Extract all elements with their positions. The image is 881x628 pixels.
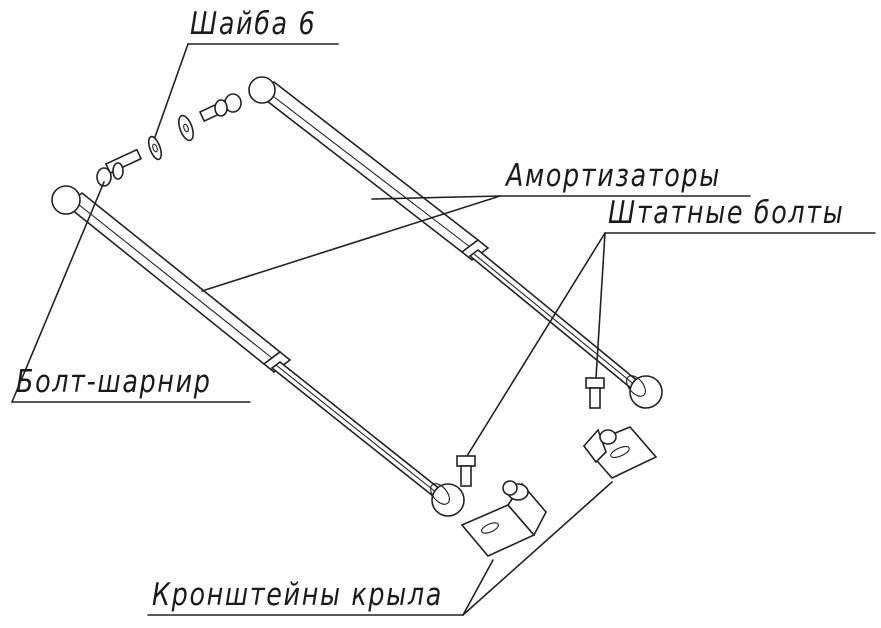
label-standard-bolts: Штатные болты xyxy=(608,195,845,231)
fender-bracket-left xyxy=(460,480,547,557)
hinge-bolt-right xyxy=(198,93,242,123)
standard-bolt-left xyxy=(456,455,476,487)
leader-shock-absorbers xyxy=(201,195,751,292)
label-shock-absorbers: Амортизаторы xyxy=(506,158,721,194)
fender-bracket-right xyxy=(582,426,658,479)
leader-hinge-bolt xyxy=(11,181,251,403)
washer-right xyxy=(178,114,194,142)
label-washer: Шайба 6 xyxy=(190,6,317,42)
leader-standard-bolts xyxy=(466,232,876,457)
washer-left xyxy=(147,135,163,161)
leader-washer xyxy=(154,43,339,138)
label-fender-brackets: Кронштейны крыла xyxy=(152,577,443,613)
label-hinge-bolt: Болт-шарнир xyxy=(16,364,212,400)
hinge-bolt-left xyxy=(96,148,143,187)
leader-fender-brackets xyxy=(147,481,613,616)
shock-absorber-front xyxy=(51,185,465,517)
standard-bolt-right xyxy=(585,377,605,409)
